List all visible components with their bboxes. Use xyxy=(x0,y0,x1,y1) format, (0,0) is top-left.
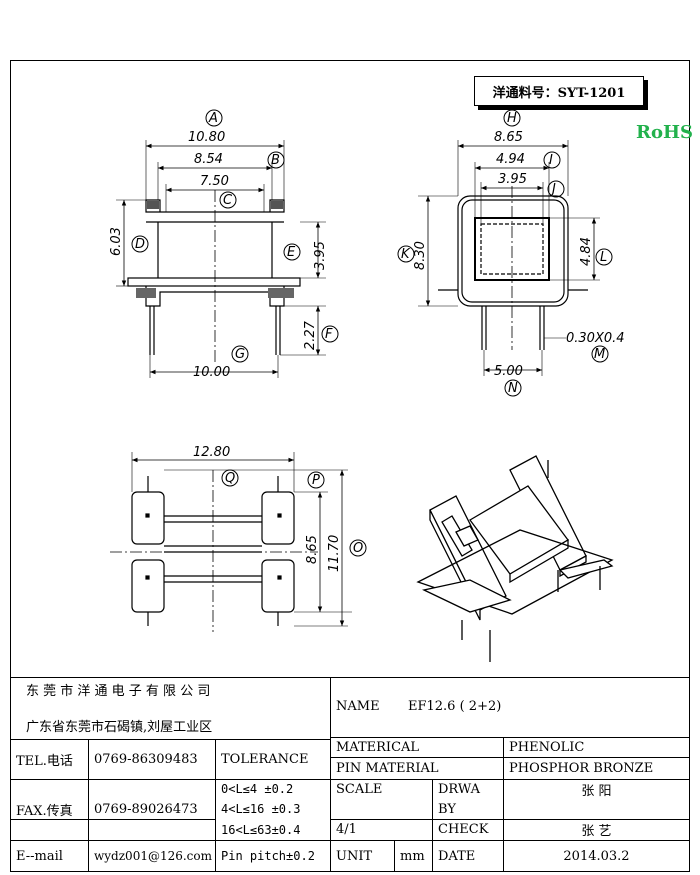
dim-n-value: 5.00 xyxy=(494,364,523,379)
unit-value: mm xyxy=(400,848,425,864)
part-number-box: 洋通料号：SYT-1201 xyxy=(474,76,644,106)
callout-h: H xyxy=(507,111,517,126)
tolerance-row-2: 4<L≤16 ±0.3 xyxy=(221,802,301,816)
callout-o: O xyxy=(353,541,363,556)
pin-material-label: PIN MATERIAL xyxy=(336,760,439,776)
fax-label: FAX.传真 xyxy=(16,804,73,819)
side-view xyxy=(418,140,600,376)
callout-i: I xyxy=(549,153,553,168)
callout-l: L xyxy=(600,250,607,265)
dim-l-value: 4.84 xyxy=(579,237,594,266)
rohs-mark: RoHS xyxy=(636,122,693,143)
dim-k-value: 8.30 xyxy=(413,241,428,270)
callout-a: A xyxy=(208,111,218,126)
technical-drawing: 10.80 8.54 7.50 6.03 3.95 2.27 10.00 A B… xyxy=(109,109,625,662)
front-view-labels: 10.80 8.54 7.50 6.03 3.95 2.27 10.00 xyxy=(109,130,328,380)
isometric-view xyxy=(416,455,614,662)
callout-e: E xyxy=(287,245,296,260)
callout-k: K xyxy=(401,247,411,262)
callout-g: G xyxy=(235,347,245,362)
dim-i-value: 4.94 xyxy=(496,152,525,167)
side-view-callouts: H I J K L M N xyxy=(397,109,613,397)
callout-m: M xyxy=(594,347,605,362)
email-value: wydz001@126.com xyxy=(94,849,213,863)
tolerance-label: TOLERANCE xyxy=(221,751,309,767)
callout-f: F xyxy=(325,327,333,342)
title-block: 东 莞 市 洋 通 电 子 有 限 公 司 广东省东莞市石碣镇,刘屋工业区 NA… xyxy=(10,677,690,872)
callout-b: B xyxy=(271,153,280,168)
tel-value: 0769-86309483 xyxy=(94,751,198,767)
dim-p-value: 8.65 xyxy=(305,535,320,564)
callout-q: Q xyxy=(225,471,235,486)
dim-h-value: 8.65 xyxy=(494,130,523,145)
tolerance-row-4: Pin pitch±0.2 xyxy=(221,849,315,863)
name-value: EF12.6 ( 2+2) xyxy=(408,698,502,714)
material-label: MATERICAL xyxy=(336,739,420,755)
callout-c: C xyxy=(223,193,233,208)
front-view-callouts: A B C D E F G xyxy=(131,109,339,363)
drawn-by-label-2: BY xyxy=(438,801,456,817)
dim-f-value: 2.27 xyxy=(303,320,318,350)
company-name: 东 莞 市 洋 通 电 子 有 限 公 司 xyxy=(26,683,211,699)
dim-d-value: 6.03 xyxy=(109,227,124,256)
dim-g-value: 10.00 xyxy=(193,365,230,380)
company-address: 广东省东莞市石碣镇,刘屋工业区 xyxy=(26,719,213,735)
callout-n: N xyxy=(508,381,518,396)
fax-value: 0769-89026473 xyxy=(94,802,198,817)
callout-p: P xyxy=(312,473,320,488)
bottom-view-labels: 12.80 8.65 11.70 xyxy=(193,445,342,572)
callout-j: J xyxy=(549,182,556,197)
dim-e-value: 3.95 xyxy=(313,241,328,270)
tolerance-row-1: 0<L≤4 ±0.2 xyxy=(221,782,294,796)
dim-b-value: 8.54 xyxy=(194,152,223,167)
bottom-view xyxy=(110,452,352,632)
unit-label: UNIT xyxy=(336,848,373,864)
dim-c-value: 7.50 xyxy=(200,174,229,189)
side-view-labels: 8.65 4.94 3.95 8.30 4.84 0.30X0.4 5.00 xyxy=(413,130,625,379)
dim-m-value: 0.30X0.4 xyxy=(566,331,625,346)
tolerance-row-3: 16<L≤63±0.4 xyxy=(221,822,301,837)
scale-value: 4/1 xyxy=(336,822,357,837)
check-value: 张 艺 xyxy=(581,824,612,839)
date-label: DATE xyxy=(438,848,476,864)
name-label: NAME xyxy=(336,698,380,714)
dim-o-value: 11.70 xyxy=(327,535,342,572)
bottom-view-callouts: Q P O xyxy=(221,469,367,557)
tel-label: TEL.电话 xyxy=(16,753,73,769)
dim-q-value: 12.80 xyxy=(193,445,230,460)
drawn-by-value: 张 阳 xyxy=(581,783,612,799)
front-view xyxy=(116,140,326,378)
dim-a-value: 10.80 xyxy=(188,130,225,145)
email-label: E--mail xyxy=(16,848,63,864)
date-value: 2014.03.2 xyxy=(563,848,630,864)
check-label: CHECK xyxy=(438,822,489,837)
callout-d: D xyxy=(135,237,145,252)
dim-j-value: 3.95 xyxy=(498,172,527,187)
material-value: PHENOLIC xyxy=(509,739,585,755)
drawn-by-label-1: DRWA xyxy=(438,781,481,797)
drawing-sheet-border xyxy=(10,60,690,872)
scale-label: SCALE xyxy=(336,782,383,797)
pin-material-value: PHOSPHOR BRONZE xyxy=(509,760,654,776)
